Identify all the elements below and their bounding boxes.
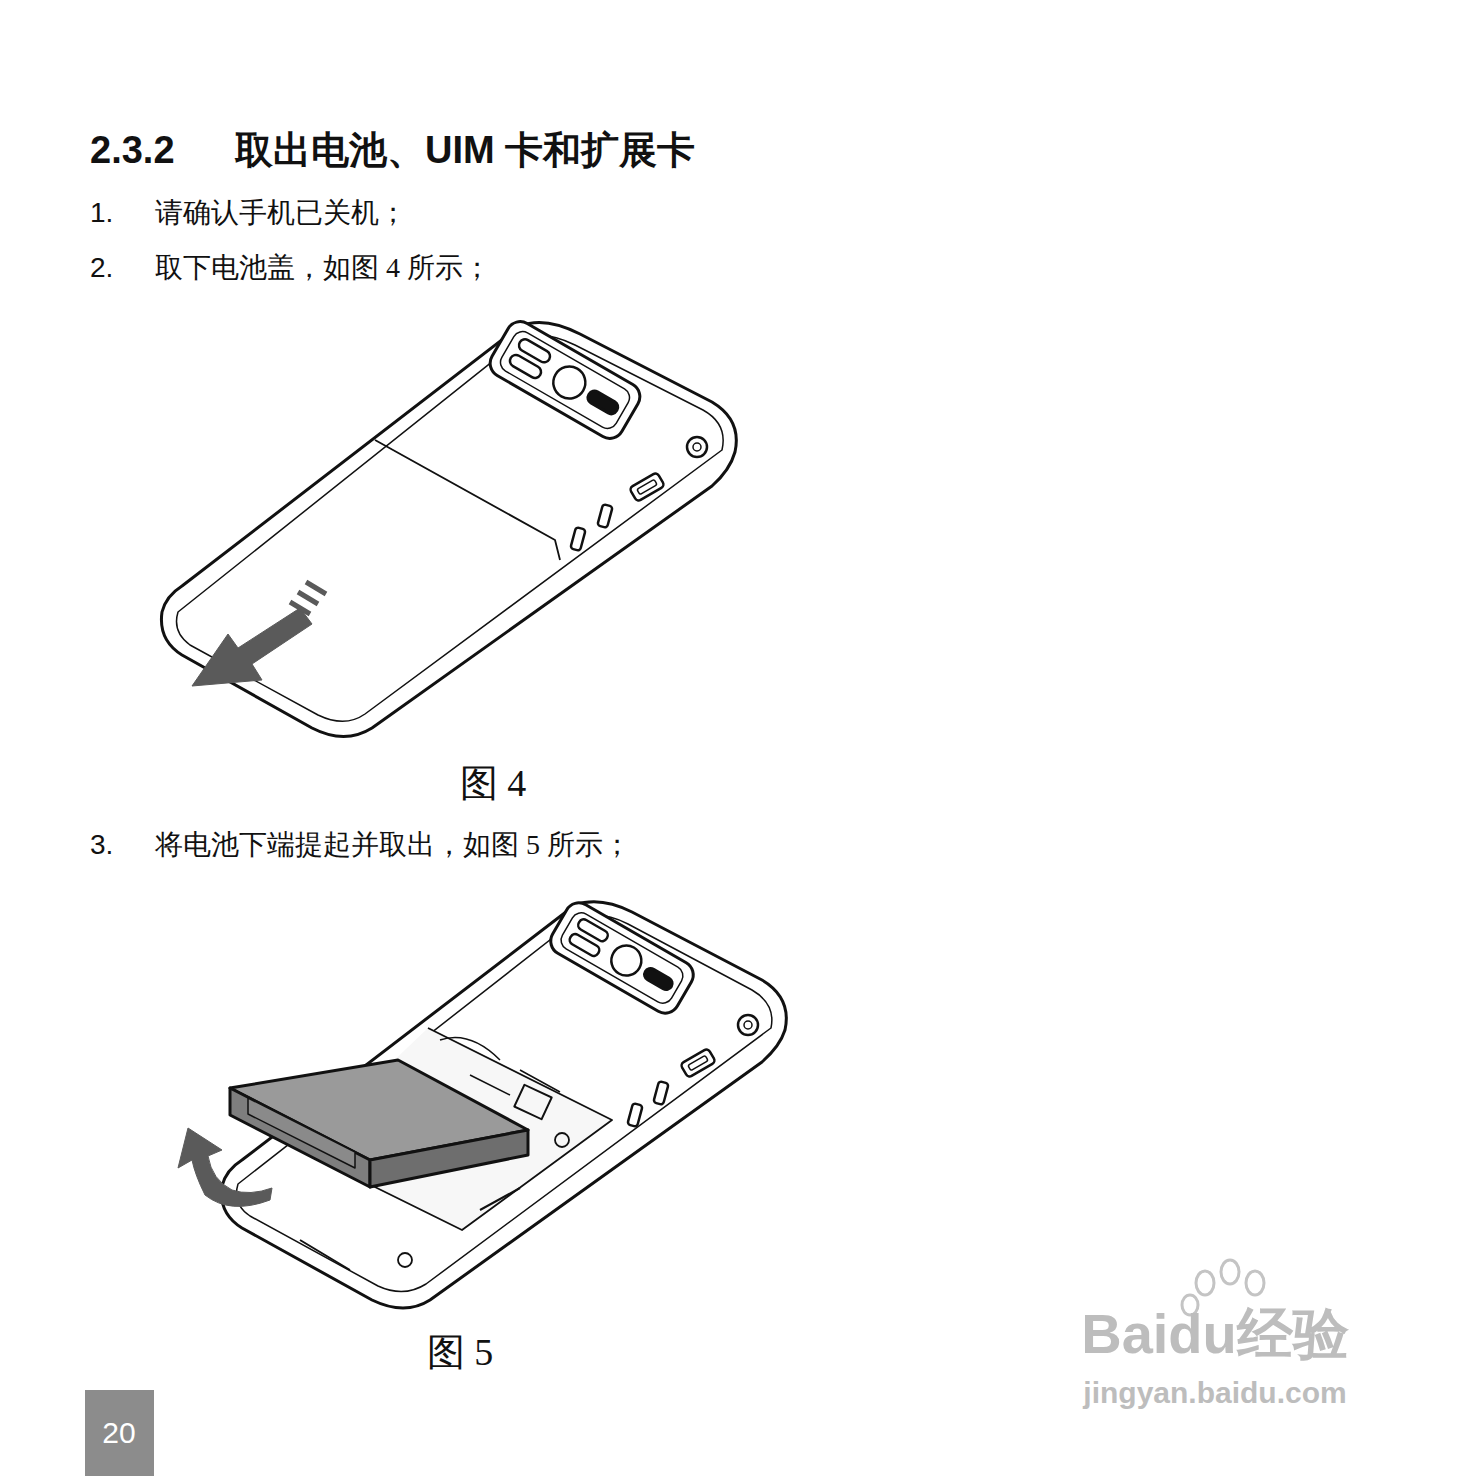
section-number: 2.3.2 (90, 128, 175, 174)
step-text: 将电池下端提起并取出，如图 5 所示； (155, 828, 631, 862)
page-number: 20 (102, 1415, 135, 1451)
step-number: 3. (90, 828, 113, 862)
watermark-url: jingyan.baidu.com (1083, 1375, 1346, 1411)
section-title: 取出电池、UIM 卡和扩展卡 (235, 128, 695, 174)
phone-figure-4 (161, 317, 736, 737)
step-number: 1. (90, 196, 113, 230)
step-text: 取下电池盖，如图 4 所示； (155, 251, 491, 285)
watermark: Baidu经验 (1081, 1300, 1349, 1367)
page-tab (85, 1390, 154, 1476)
step-number: 2. (90, 251, 113, 285)
figure-caption: 图 5 (427, 1330, 494, 1376)
phone-figure-5 (178, 898, 786, 1308)
step-text: 请确认手机已关机； (155, 196, 407, 230)
figure-caption: 图 4 (460, 761, 527, 807)
